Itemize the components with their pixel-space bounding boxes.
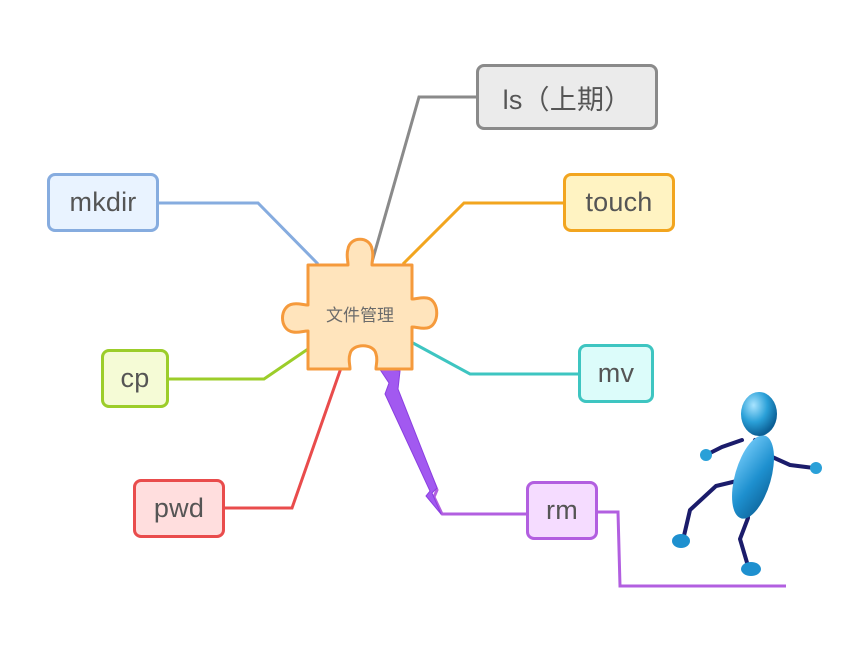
connector-mv [412, 341, 578, 376]
topic-mv-label: mv [597, 358, 635, 388]
topic-ls[interactable]: ls（上期） [476, 64, 658, 130]
topic-pwd[interactable]: pwd [133, 479, 225, 538]
topic-cp[interactable]: cp [101, 349, 169, 408]
topic-pwd-label: pwd [153, 493, 205, 523]
lightning-bolt [377, 367, 442, 515]
central-puzzle-node[interactable]: 文件管理 [281, 237, 439, 371]
topic-mkdir-label: mkdir [69, 187, 137, 217]
connector-rm-exit [598, 510, 786, 588]
topic-touch-label: touch [585, 187, 653, 217]
topic-touch[interactable]: touch [563, 173, 675, 232]
connector-touch [401, 201, 563, 266]
topic-mv[interactable]: mv [578, 344, 654, 403]
topic-rm[interactable]: rm [526, 481, 598, 540]
central-topic-label: 文件管理 [326, 306, 394, 326]
connector-mkdir [159, 201, 320, 266]
connector-pwd [225, 367, 343, 510]
connector-rm [379, 367, 526, 516]
connector-cp [169, 347, 309, 381]
topic-cp-label: cp [120, 363, 150, 393]
topic-rm-label: rm [546, 495, 578, 525]
connector-ls [370, 95, 477, 263]
topic-mkdir[interactable]: mkdir [47, 173, 159, 232]
topic-ls-label: ls（上期） [502, 84, 632, 115]
running-figure-illustration [672, 392, 822, 576]
puzzle-piece-shape [281, 237, 439, 371]
